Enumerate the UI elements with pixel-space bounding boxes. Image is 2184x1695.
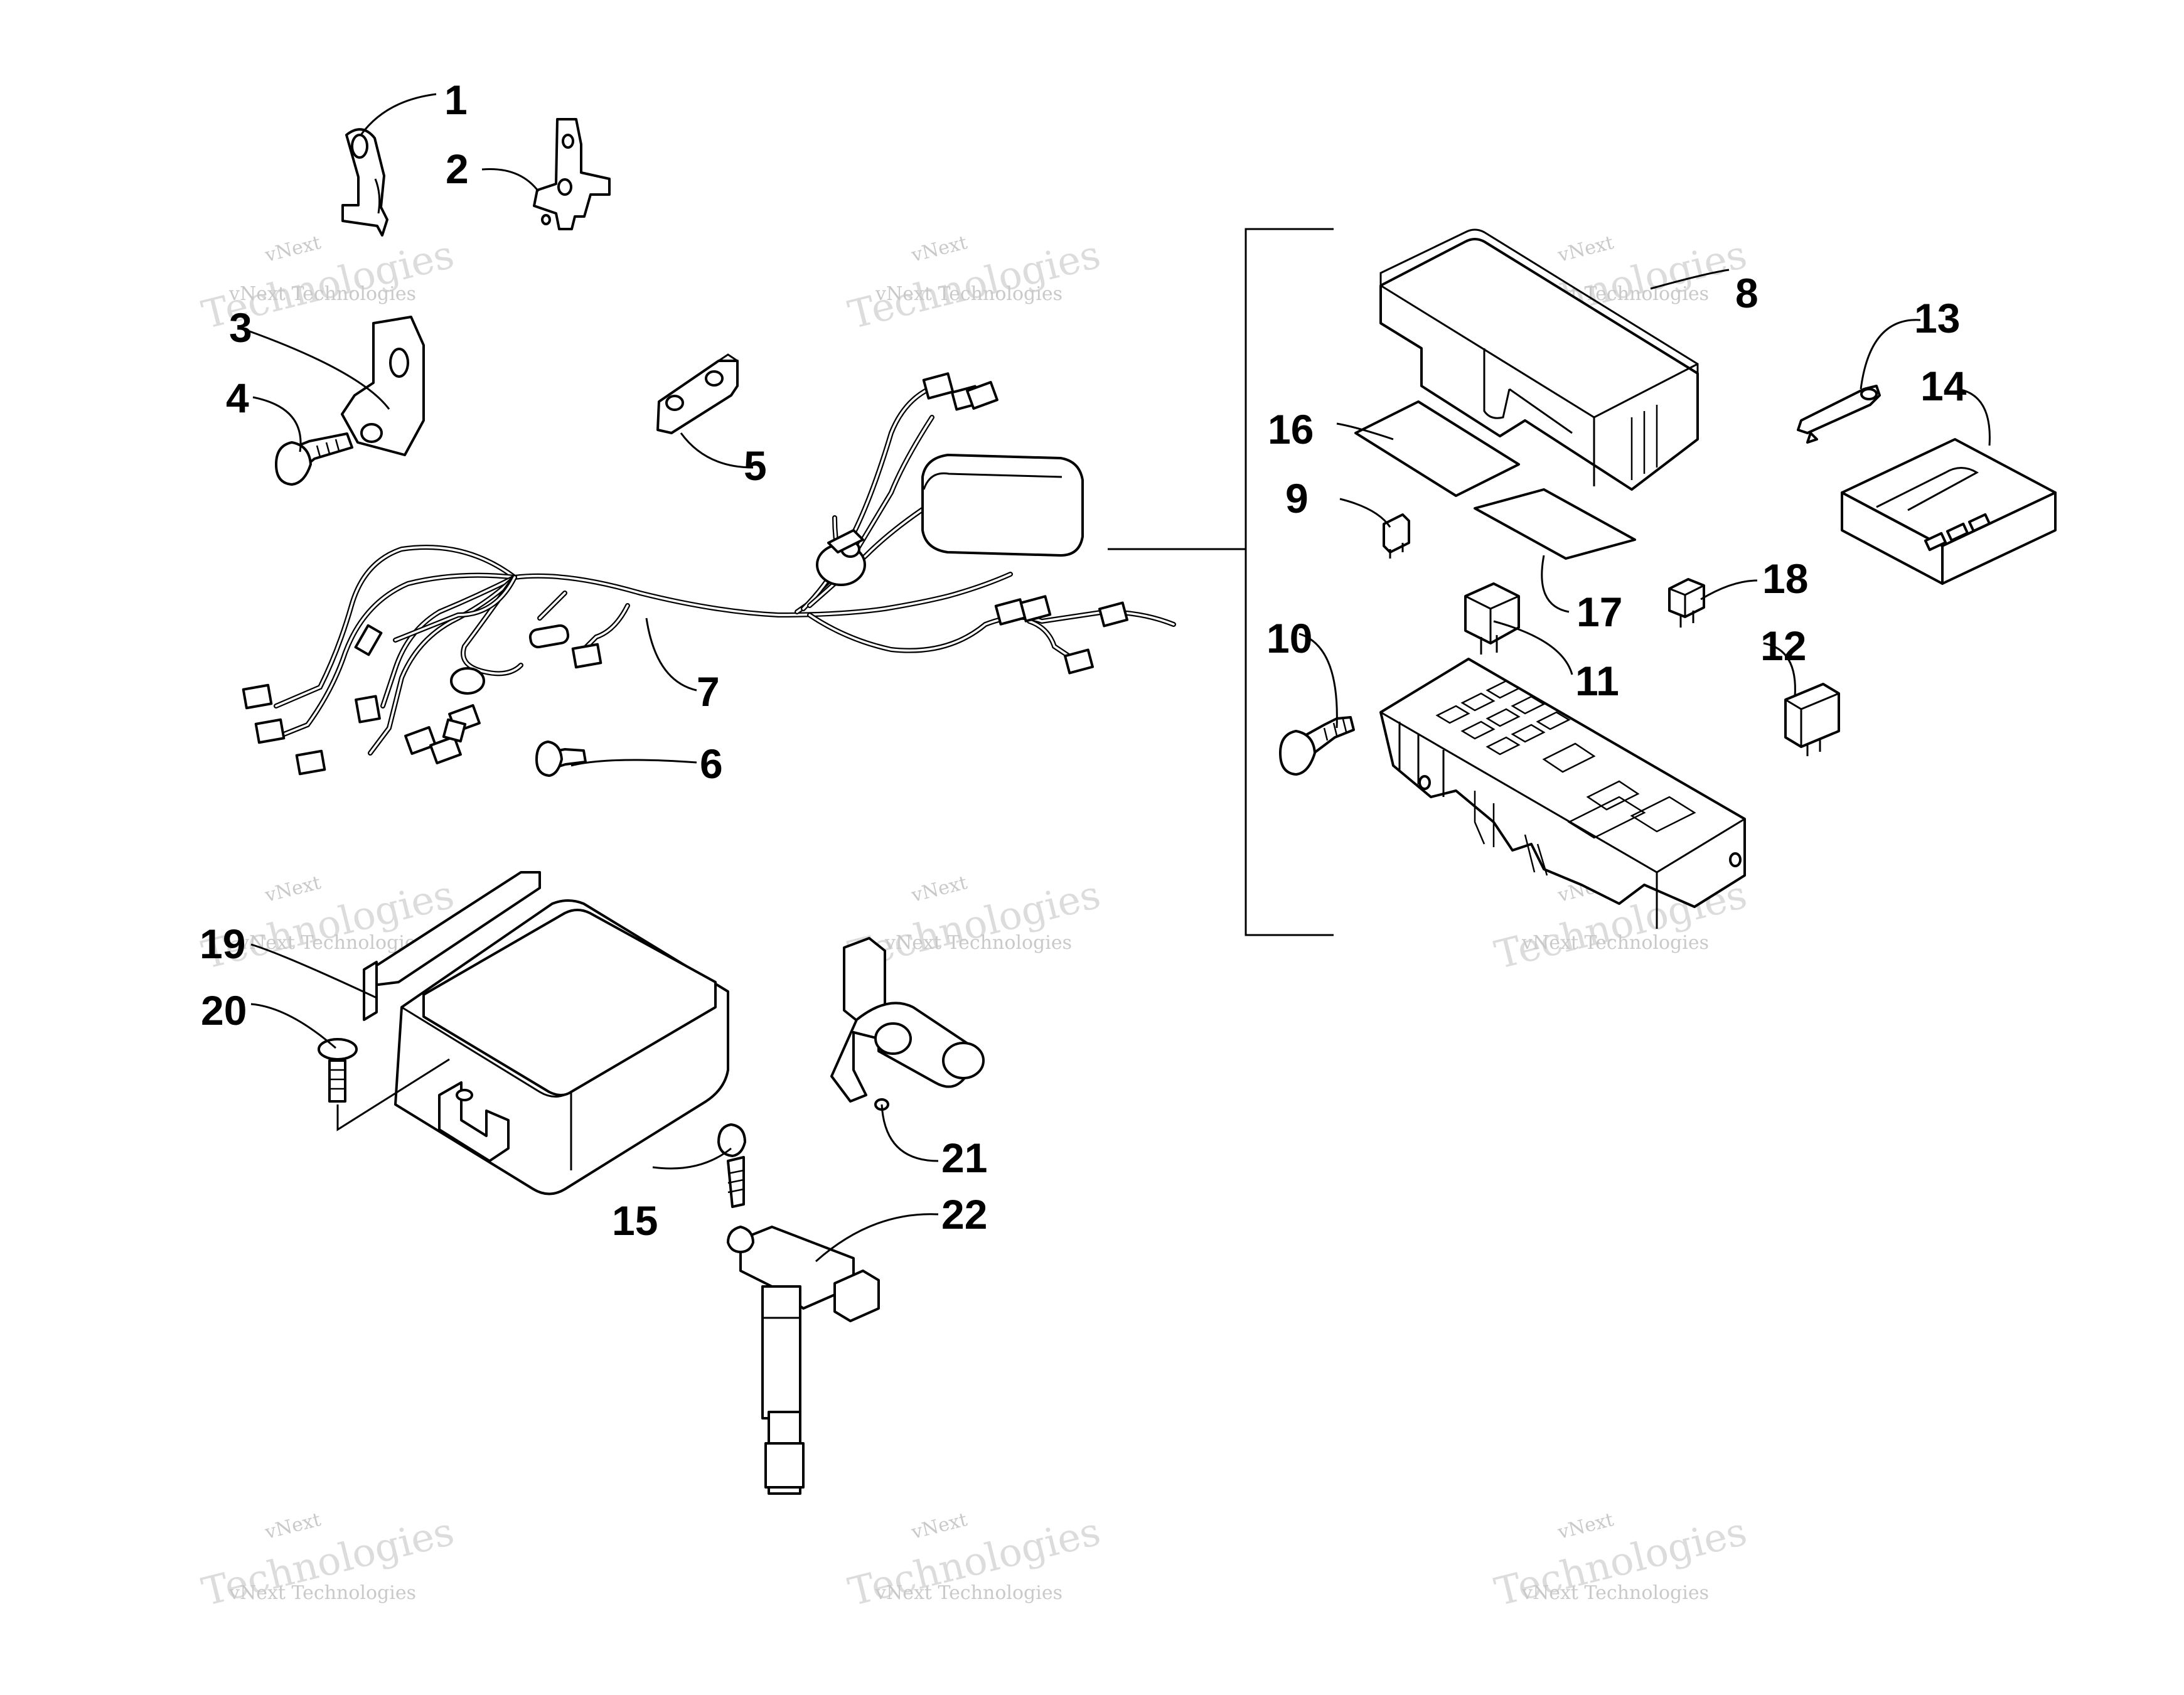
part-9-fuse[interactable] <box>1383 513 1410 559</box>
callout-10: 10 <box>1266 615 1312 661</box>
callout-3: 3 <box>229 304 252 351</box>
callout-16: 16 <box>1268 406 1314 452</box>
watermark-text: vNext Technologies <box>1521 1582 1709 1604</box>
group-bracket <box>1108 228 1334 936</box>
watermark-text: vNext Technologies <box>228 283 416 305</box>
part-13-fuse-puller[interactable] <box>1797 385 1881 444</box>
part-18-relay[interactable] <box>1668 578 1705 628</box>
watermark-text: vNext Technologies <box>875 283 1063 305</box>
callout-6: 6 <box>700 741 723 787</box>
callout-22: 22 <box>941 1191 987 1238</box>
part-14-fuse-card[interactable] <box>1841 438 2057 585</box>
watermark-text: vNext <box>1555 1509 1616 1544</box>
part-11-relay[interactable] <box>1464 582 1520 655</box>
part-10-bolt[interactable] <box>1279 716 1355 776</box>
callout-9: 9 <box>1285 475 1309 521</box>
leader-lines <box>247 93 1991 1263</box>
part-21-sensor[interactable] <box>830 937 985 1111</box>
part-2-bracket[interactable] <box>533 118 611 230</box>
watermark-text: vNext <box>262 872 323 907</box>
part-22-ignition-coil[interactable] <box>727 1226 880 1495</box>
callout-2: 2 <box>446 146 469 192</box>
fuse-box-base[interactable] <box>1379 658 1746 929</box>
part-19-ecu[interactable] <box>363 871 729 1195</box>
watermark-text: vNext <box>262 1509 323 1544</box>
part-8-fuse-box-cover[interactable] <box>1379 228 1699 491</box>
watermark-text: vNext <box>1555 232 1616 267</box>
part-20-screw[interactable] <box>318 1038 450 1131</box>
part-15-bolt[interactable] <box>717 1123 746 1208</box>
watermark-text: vNext <box>909 232 970 267</box>
callout-8: 8 <box>1735 270 1758 316</box>
callout-21: 21 <box>941 1135 987 1181</box>
watermark-text: vNext Technologies <box>884 932 1072 954</box>
part-12-relay[interactable] <box>1784 683 1840 756</box>
callout-18: 18 <box>1762 555 1808 602</box>
part-4-bolt[interactable] <box>275 432 353 486</box>
callout-19: 19 <box>200 921 245 967</box>
callout-11: 11 <box>1575 658 1619 704</box>
watermark-text: vNext <box>262 232 323 267</box>
part-17-label[interactable] <box>1474 488 1636 560</box>
callout-17: 17 <box>1576 589 1622 635</box>
callout-1: 1 <box>444 77 468 123</box>
callout-12: 12 <box>1760 623 1806 669</box>
watermark-text: vNext <box>909 872 970 907</box>
callout-7: 7 <box>697 668 720 715</box>
watermark-text: vNext <box>909 1509 970 1544</box>
callout-20: 20 <box>201 987 247 1034</box>
watermark-text: vNext Technologies <box>875 1582 1063 1604</box>
part-7-wiring-harness[interactable] <box>242 372 1176 776</box>
callout-labels: 1 2 3 4 5 6 7 8 9 10 11 12 13 14 15 16 1… <box>200 77 1967 1244</box>
part-5-bracket[interactable] <box>656 353 739 434</box>
watermark-text: vNext Technologies <box>228 1582 416 1604</box>
callout-5: 5 <box>744 442 767 489</box>
part-1-bracket[interactable] <box>341 128 388 237</box>
part-16-label[interactable] <box>1354 400 1520 497</box>
callout-14: 14 <box>1920 363 1967 409</box>
callout-4: 4 <box>226 375 249 421</box>
callout-13: 13 <box>1914 295 1960 341</box>
callout-15: 15 <box>612 1197 658 1244</box>
part-6-bolt[interactable] <box>535 741 587 777</box>
watermark-text: vNext Technologies <box>1521 932 1709 954</box>
part-3-bracket[interactable] <box>341 316 425 456</box>
